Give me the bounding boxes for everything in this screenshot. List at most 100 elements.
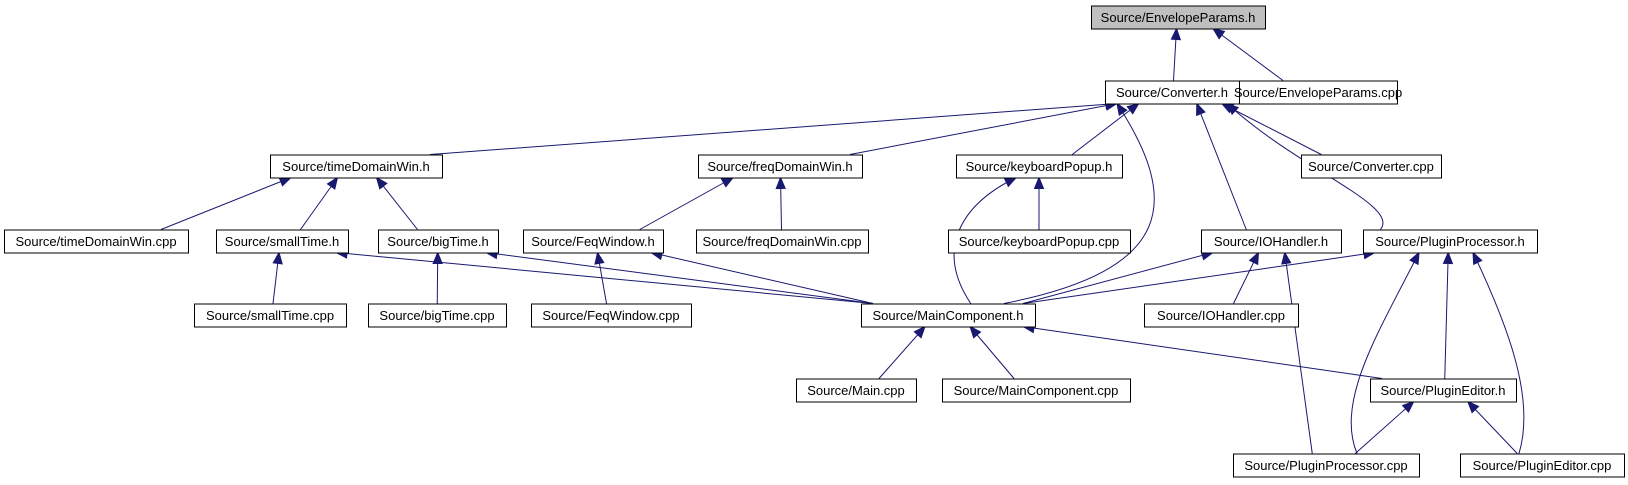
node-box (1144, 303, 1299, 328)
node-box (1239, 80, 1398, 105)
edge-arrowhead (1281, 251, 1292, 265)
node-pluginproc_h[interactable]: Source/PluginProcessor.h (1363, 229, 1538, 254)
node-box (194, 303, 347, 328)
node-bigtime_h[interactable]: Source/bigTime.h (378, 229, 499, 254)
node-iohandler_h[interactable]: Source/IOHandler.h (1201, 229, 1342, 254)
node-maincomp_cpp[interactable]: Source/MainComponent.cpp (942, 378, 1131, 403)
node-smalltime_cpp[interactable]: Source/smallTime.cpp (194, 303, 347, 328)
node-plugineditor_cpp[interactable]: Source/PluginEditor.cpp (1460, 453, 1625, 478)
edge-arrowhead (1409, 251, 1420, 266)
edge-main_cpp-to-maincomp_h (878, 326, 926, 379)
node-label: Source/keyboardPopup.cpp (959, 234, 1119, 249)
node-label: Source/keyboardPopup.h (966, 159, 1113, 174)
edge-pluginproc_h-to-converter_h (1226, 103, 1384, 230)
edge-pluginproc_cpp-to-iohandler_h (1284, 252, 1313, 454)
edge-arrowhead (775, 176, 786, 190)
node-freqdomain_h[interactable]: Source/freqDomainWin.h (698, 154, 863, 179)
node-feqwindow_h[interactable]: Source/FeqWindow.h (523, 229, 664, 254)
edge-arrowhead (1211, 27, 1226, 40)
node-label: Source/IOHandler.h (1214, 234, 1328, 249)
node-pluginproc_cpp[interactable]: Source/PluginProcessor.cpp (1233, 453, 1420, 478)
edge-arrowhead (1033, 176, 1045, 189)
node-box (531, 303, 692, 328)
edge-maincomp_h-to-bigtime_h (485, 252, 874, 304)
edge-arrowhead (1226, 102, 1240, 116)
node-label: Source/IOHandler.cpp (1157, 308, 1285, 323)
edge-converter_cpp-to-converter_h (1221, 103, 1322, 155)
node-main_cpp[interactable]: Source/Main.cpp (796, 378, 917, 403)
node-box (1370, 378, 1517, 403)
node-box (698, 154, 863, 179)
edge-arrowhead (1401, 400, 1415, 414)
node-box (4, 229, 189, 254)
node-freqdomain_cpp[interactable]: Source/freqDomainWin.cpp (696, 229, 869, 254)
edges-layer (160, 27, 1525, 454)
node-box (523, 229, 664, 254)
node-box (270, 154, 443, 179)
node-box (956, 154, 1123, 179)
edge-maincomp_h-to-smalltime_h (335, 252, 874, 304)
edge-plugineditor_h-to-pluginproc_h (1444, 252, 1449, 379)
node-label: Source/freqDomainWin.cpp (703, 234, 862, 249)
node-box (378, 229, 499, 254)
node-label: Source/smallTime.cpp (206, 308, 334, 323)
node-box (796, 378, 917, 403)
edge-timedomain_h-to-converter_h (429, 103, 1118, 155)
edge-arrowhead (326, 176, 339, 190)
node-envelope_cpp[interactable]: Source/EnvelopeParams.cpp (1234, 80, 1402, 105)
edge-arrowhead (432, 251, 443, 265)
edge-arrowhead (1196, 102, 1206, 117)
node-label: Source/MainComponent.h (872, 308, 1023, 323)
node-smalltime_h[interactable]: Source/smallTime.h (216, 229, 349, 254)
node-label: Source/timeDomainWin.h (282, 159, 429, 174)
node-label: Source/freqDomainWin.h (707, 159, 852, 174)
node-keyboard_h[interactable]: Source/keyboardPopup.h (956, 154, 1123, 179)
node-plugineditor_h[interactable]: Source/PluginEditor.h (1370, 378, 1517, 403)
edge-pluginproc_cpp-to-pluginproc_h (1350, 252, 1420, 454)
node-bigtime_cpp[interactable]: Source/bigTime.cpp (368, 303, 507, 328)
edge-maincomp_h-to-feqwindow_h (650, 252, 874, 304)
edge-arrowhead (1442, 251, 1454, 265)
node-envelope_h[interactable]: Source/EnvelopeParams.h (1091, 5, 1266, 30)
node-timedomain_cpp[interactable]: Source/timeDomainWin.cpp (4, 229, 189, 254)
node-label: Source/PluginProcessor.h (1375, 234, 1525, 249)
node-label: Source/MainComponent.cpp (954, 383, 1119, 398)
node-label: Source/PluginEditor.h (1380, 383, 1505, 398)
edge-envelope_cpp-to-envelope_h (1212, 28, 1284, 81)
edge-arrowhead (1116, 102, 1128, 116)
node-box (216, 229, 349, 254)
edge-timedomain_cpp-to-timedomain_h (160, 177, 292, 230)
node-feqwindow_cpp[interactable]: Source/FeqWindow.cpp (531, 303, 692, 328)
node-label: Source/smallTime.h (225, 234, 339, 249)
node-iohandler_cpp[interactable]: Source/IOHandler.cpp (1144, 303, 1299, 328)
node-converter_cpp[interactable]: Source/Converter.cpp (1301, 154, 1442, 179)
node-converter_h[interactable]: Source/Converter.h (1105, 80, 1240, 105)
edge-freqdomain_h-to-converter_h (849, 103, 1118, 155)
node-box (861, 303, 1036, 328)
node-label: Source/FeqWindow.cpp (542, 308, 679, 323)
node-timedomain_h[interactable]: Source/timeDomainWin.h (270, 154, 443, 179)
node-box (368, 303, 507, 328)
edge-keyboard_h-to-converter_h (1071, 103, 1140, 155)
edge-iohandler_h-to-converter_h (1196, 103, 1247, 230)
edge-arrowhead (594, 251, 605, 265)
edge-arrowhead (969, 325, 982, 339)
edge-arrowhead (1248, 251, 1260, 266)
node-label: Source/EnvelopeParams.cpp (1234, 85, 1402, 100)
node-keyboard_cpp[interactable]: Source/keyboardPopup.cpp (948, 229, 1131, 254)
node-box (1363, 229, 1538, 254)
edge-maincomp_h-to-iohandler_h (1022, 252, 1214, 304)
node-label: Source/timeDomainWin.cpp (15, 234, 176, 249)
edge-arrowhead (1472, 251, 1483, 266)
edge-plugineditor_h-to-maincomp_h (1022, 326, 1383, 379)
node-box (1233, 453, 1420, 478)
node-box (942, 378, 1131, 403)
edge-arrowhead (1170, 27, 1182, 41)
node-maincomp_h[interactable]: Source/MainComponent.h (861, 303, 1036, 328)
edge-plugineditor_cpp-to-plugineditor_h (1467, 401, 1518, 454)
node-box (1301, 154, 1442, 179)
edge-arrowhead (1126, 102, 1140, 115)
edge-plugineditor_cpp-to-pluginproc_h (1472, 252, 1525, 454)
node-box (696, 229, 869, 254)
